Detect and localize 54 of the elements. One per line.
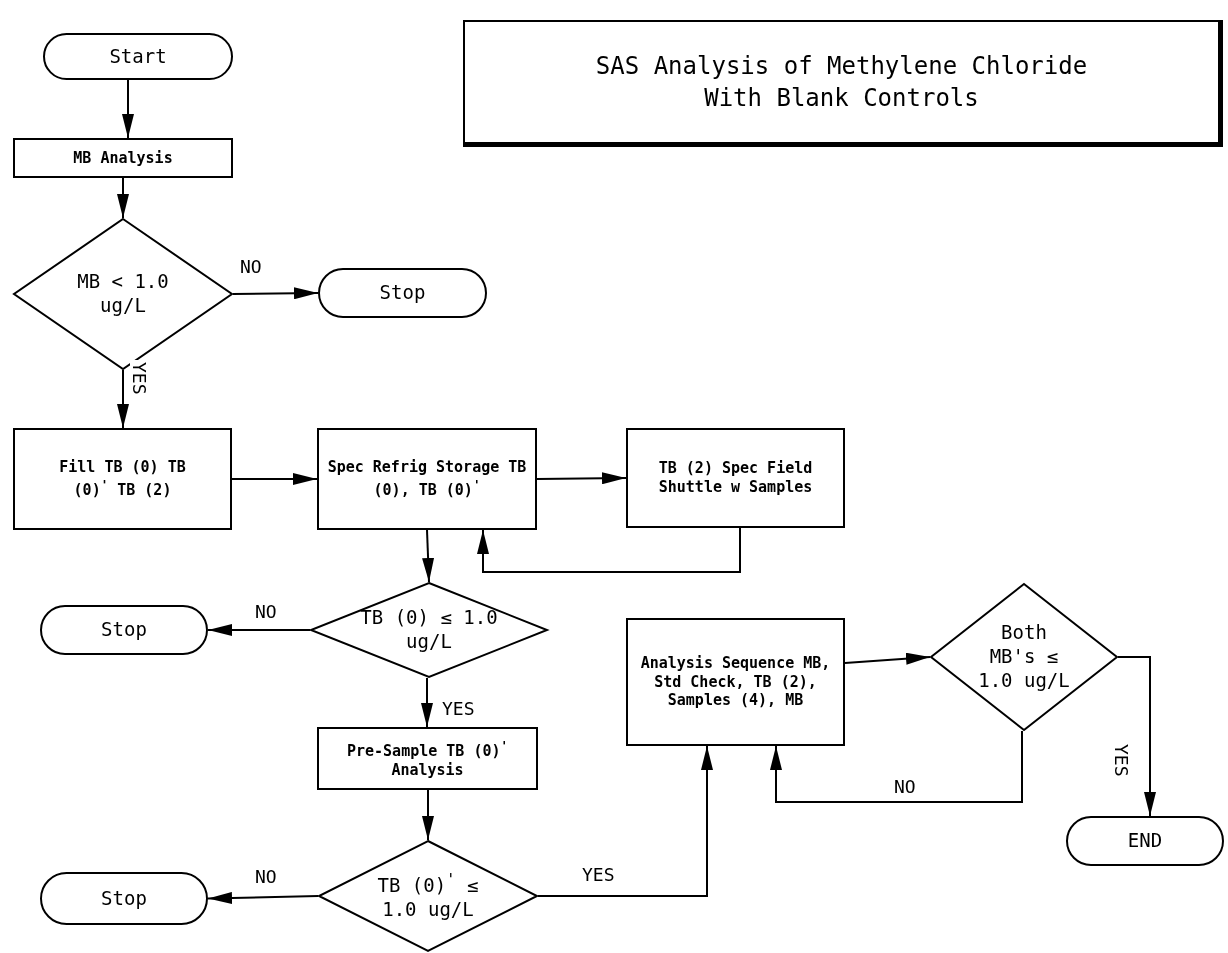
- edge-label: NO: [892, 778, 918, 796]
- decision-diamond: [318, 840, 538, 952]
- process-box: [626, 618, 845, 746]
- edge-label: YES: [1112, 742, 1130, 779]
- terminal-shape: [318, 268, 487, 318]
- process-box: [13, 428, 232, 530]
- decision-diamond: [310, 582, 548, 678]
- step-text: Fill TB (0) TB (0)$^{'}$ TB (2): [58, 458, 187, 500]
- edge-label: NO: [253, 603, 279, 621]
- edge-label: YES: [580, 866, 617, 884]
- condition-text: MB < 1.0 ug/L: [76, 270, 170, 318]
- terminal-shape: [1066, 816, 1224, 866]
- condition-text: TB (0)$^{'}$ ≤ 1.0 ug/L: [376, 870, 480, 922]
- step-text: Spec Refrig Storage TB (0), TB (0)$^{'}$: [326, 458, 528, 500]
- arrow: [231, 473, 318, 485]
- arrow: [1117, 656, 1156, 817]
- arrow: [770, 730, 1023, 803]
- decision-diamond: [930, 583, 1118, 731]
- process-box: [317, 428, 537, 530]
- condition-text: Both MB's ≤ 1.0 ug/L: [977, 621, 1071, 693]
- arrow: [122, 79, 134, 139]
- edge-label: NO: [238, 258, 264, 276]
- process-box: [13, 138, 233, 178]
- step-text: MB Analysis: [72, 148, 174, 168]
- arrow: [207, 624, 311, 636]
- step-text: TB (2) Spec Field Shuttle w Samples: [657, 459, 814, 497]
- arrow: [117, 369, 129, 429]
- edge-label: YES: [130, 360, 148, 397]
- process-box: [626, 428, 845, 528]
- process-box: [317, 727, 538, 790]
- step-text: Analysis Sequence MB, Std Check, TB (2), Samples (4), MB: [639, 653, 832, 711]
- condition-text: TB (0) ≤ 1.0 ug/L: [359, 606, 499, 654]
- arrow: [207, 891, 319, 904]
- arrow: [117, 177, 129, 219]
- arrow: [536, 472, 627, 485]
- terminal-shape: [40, 605, 208, 655]
- terminal-label: Stop: [378, 281, 427, 305]
- arrow: [477, 527, 741, 573]
- terminal-label: END: [1126, 829, 1164, 853]
- terminal-label: Stop: [100, 886, 148, 911]
- arrow: [421, 677, 433, 728]
- arrow: [422, 529, 435, 583]
- edge-label: YES: [440, 700, 477, 718]
- terminal-shape: [40, 872, 208, 925]
- arrow: [537, 745, 713, 897]
- arrow: [232, 287, 319, 300]
- arrow: [422, 789, 434, 841]
- arrow: [844, 652, 931, 665]
- step-text: Pre-Sample TB (0)$^{'}$ Analysis: [345, 737, 510, 780]
- edge-label: NO: [253, 868, 279, 886]
- terminal-label: Stop: [100, 618, 148, 642]
- terminal-label: Start: [108, 44, 168, 69]
- terminal-shape: [43, 33, 233, 80]
- title-text: SAS Analysis of Methylene Chloride With Blank Controls: [594, 50, 1089, 114]
